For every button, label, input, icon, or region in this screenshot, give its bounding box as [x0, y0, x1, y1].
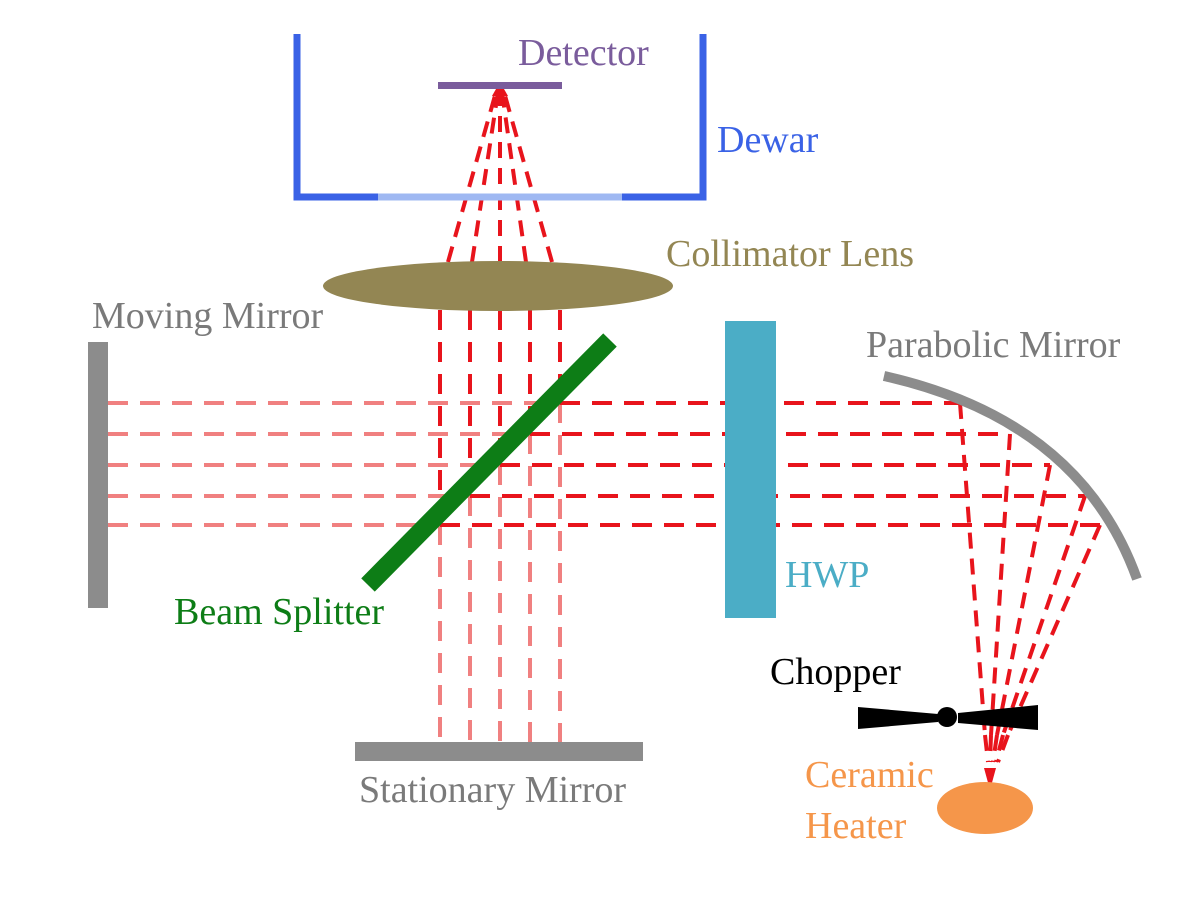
ceramic-heater [937, 782, 1033, 834]
stationary-mirror-label: Stationary Mirror [359, 769, 626, 811]
chopper-blade-left [858, 707, 938, 729]
parabolic-mirror [882, 371, 1142, 581]
chopper [858, 705, 1038, 730]
parabolic-mirror-label: Parabolic Mirror [866, 324, 1121, 366]
dewar-label: Dewar [717, 119, 819, 161]
hwp-label: HWP [785, 554, 869, 596]
half-wave-plate [725, 321, 776, 618]
ceramic-heater-label-line2: Heater [805, 805, 907, 847]
moving-arm-beams [108, 401, 560, 527]
detector-label: Detector [518, 32, 649, 74]
beam-splitter-label: Beam Splitter [174, 591, 384, 633]
stationary-arm-beams [438, 403, 562, 742]
heater-fan-beams [958, 402, 1102, 763]
heater-beam-origin [984, 768, 996, 790]
collimator-lens [323, 261, 673, 311]
focused-beams [446, 91, 554, 263]
detector [438, 82, 562, 89]
stationary-mirror [355, 742, 643, 761]
beam-splitter [361, 333, 617, 592]
moving-mirror [88, 342, 108, 608]
collimator-lens-label: Collimator Lens [666, 233, 914, 275]
chopper-blade-right [958, 705, 1038, 730]
moving-mirror-label: Moving Mirror [92, 295, 324, 337]
chopper-hub [937, 707, 957, 727]
chopper-label: Chopper [770, 651, 901, 693]
ceramic-heater-label-line1: Ceramic [805, 754, 934, 796]
